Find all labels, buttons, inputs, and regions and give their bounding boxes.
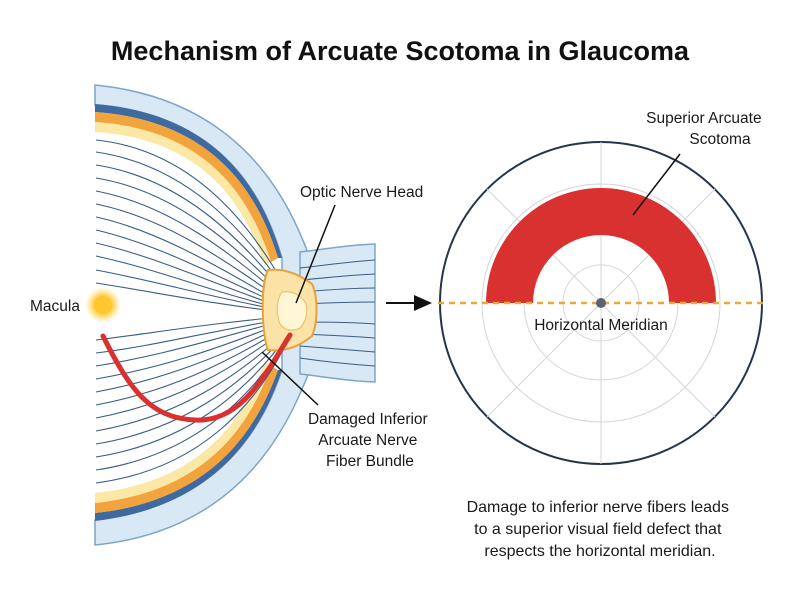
optic-nerve-head-pointer bbox=[295, 204, 336, 304]
fixation-point bbox=[596, 298, 606, 308]
damaged-bundle-label-line2: Arcuate Nerve bbox=[318, 432, 417, 449]
caption-line3: respects the horizontal meridian. bbox=[484, 543, 715, 560]
rpe-layer bbox=[95, 112, 278, 262]
caption-line2: to a superior visual field defect that bbox=[474, 521, 722, 538]
caption-line1: Damage to inferior nerve fibers leads bbox=[467, 499, 729, 516]
superior-scotoma-label-line1: Superior Arcuate bbox=[646, 110, 761, 127]
choroid-layer bbox=[95, 104, 282, 258]
superior-scotoma-pointer bbox=[632, 153, 681, 216]
horizontal-meridian-label: Horizontal Meridian bbox=[534, 317, 668, 334]
superior-arcuate-scotoma bbox=[486, 188, 716, 303]
optic-cup bbox=[276, 291, 308, 331]
damaged-bundle-label-line3: Fiber Bundle bbox=[326, 453, 414, 470]
photoreceptor-layer bbox=[95, 122, 271, 266]
page-title: Mechanism of Arcuate Scotoma in Glaucoma bbox=[111, 36, 690, 66]
damaged-fiber-bundle bbox=[100, 332, 293, 423]
caption: Damage to inferior nerve fibers leads to… bbox=[467, 499, 734, 560]
visual-field-diagram bbox=[438, 141, 765, 465]
macula-label: Macula bbox=[30, 298, 80, 315]
optic-nerve-head-label: Optic Nerve Head bbox=[300, 184, 423, 201]
damaged-bundle-label: Damaged Inferior Arcuate Nerve Fiber Bun… bbox=[308, 411, 432, 470]
superior-scotoma-label: Superior Arcuate Scotoma bbox=[646, 110, 766, 148]
retina-diagram bbox=[85, 84, 376, 546]
damaged-bundle-label-line1: Damaged Inferior bbox=[308, 411, 428, 428]
superior-scotoma-label-line2: Scotoma bbox=[689, 131, 751, 148]
damaged-bundle-pointer bbox=[261, 351, 319, 406]
